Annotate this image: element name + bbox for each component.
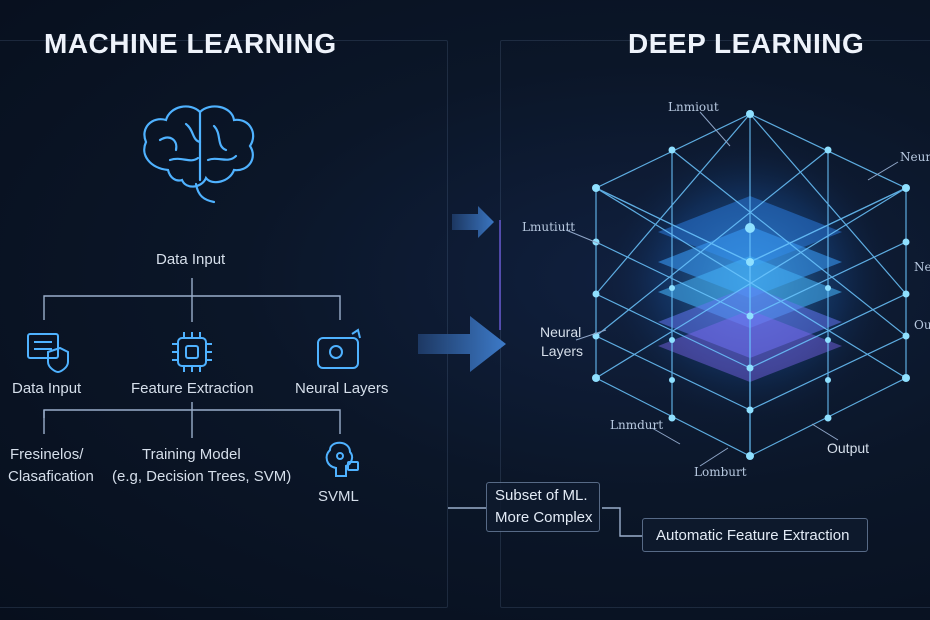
- subset-box: Subset of ML. More Complex: [486, 482, 600, 532]
- classification-label-line2: Clasafication: [8, 468, 94, 485]
- data-input-label: Data Input: [12, 380, 82, 397]
- network-label-top: Lnmiout: [668, 100, 719, 114]
- neural-layers-line2: Layers: [541, 343, 584, 359]
- network-cube-icon: [565, 110, 910, 467]
- neural-layers-line1: Neural: [540, 324, 582, 340]
- output-label: Output: [827, 440, 870, 456]
- machine-learning-title: MACHINE LEARNING: [44, 28, 337, 59]
- network-label-bottom-left: Lnmdurt: [610, 418, 664, 432]
- network-label-right-low: Ou: [914, 318, 930, 332]
- subset-connectors: [448, 507, 642, 537]
- machine-learning-panel: [0, 40, 448, 608]
- neural-layers-icon: [317, 328, 361, 369]
- subset-box-line2: More Complex: [495, 509, 593, 526]
- neural-layers-label: Neural Layers: [295, 380, 389, 397]
- arrow-right-icon: [418, 206, 506, 372]
- subset-box-line1: Subset of ML.: [495, 487, 588, 504]
- training-model-label-line2: (e.g, Decision Trees, SVM): [112, 468, 292, 485]
- network-label-left: Lmutiutt: [522, 220, 576, 234]
- chip-icon: [172, 332, 212, 372]
- network-label-right-mid: Ne: [914, 260, 930, 274]
- network-label-bottom: Lomburt: [694, 465, 747, 479]
- feature-extraction-label: Feature Extraction: [131, 380, 254, 397]
- network-label-right-top: Neura: [900, 150, 930, 164]
- brain-icon: [143, 105, 255, 204]
- automatic-feature-label: Automatic Feature Extraction: [656, 527, 850, 544]
- training-model-label-line1: Training Model: [142, 446, 241, 463]
- svml-icon: [325, 441, 359, 477]
- deep-learning-title: DEEP LEARNING: [628, 28, 865, 59]
- automatic-feature-box: Automatic Feature Extraction: [642, 518, 868, 552]
- svml-label: SVML: [318, 488, 359, 505]
- ml-tree-lines: [43, 278, 341, 438]
- top-data-input-label: Data Input: [156, 251, 226, 268]
- classification-label-line1: Fresinelos/: [10, 446, 84, 463]
- data-input-icon: [27, 333, 69, 374]
